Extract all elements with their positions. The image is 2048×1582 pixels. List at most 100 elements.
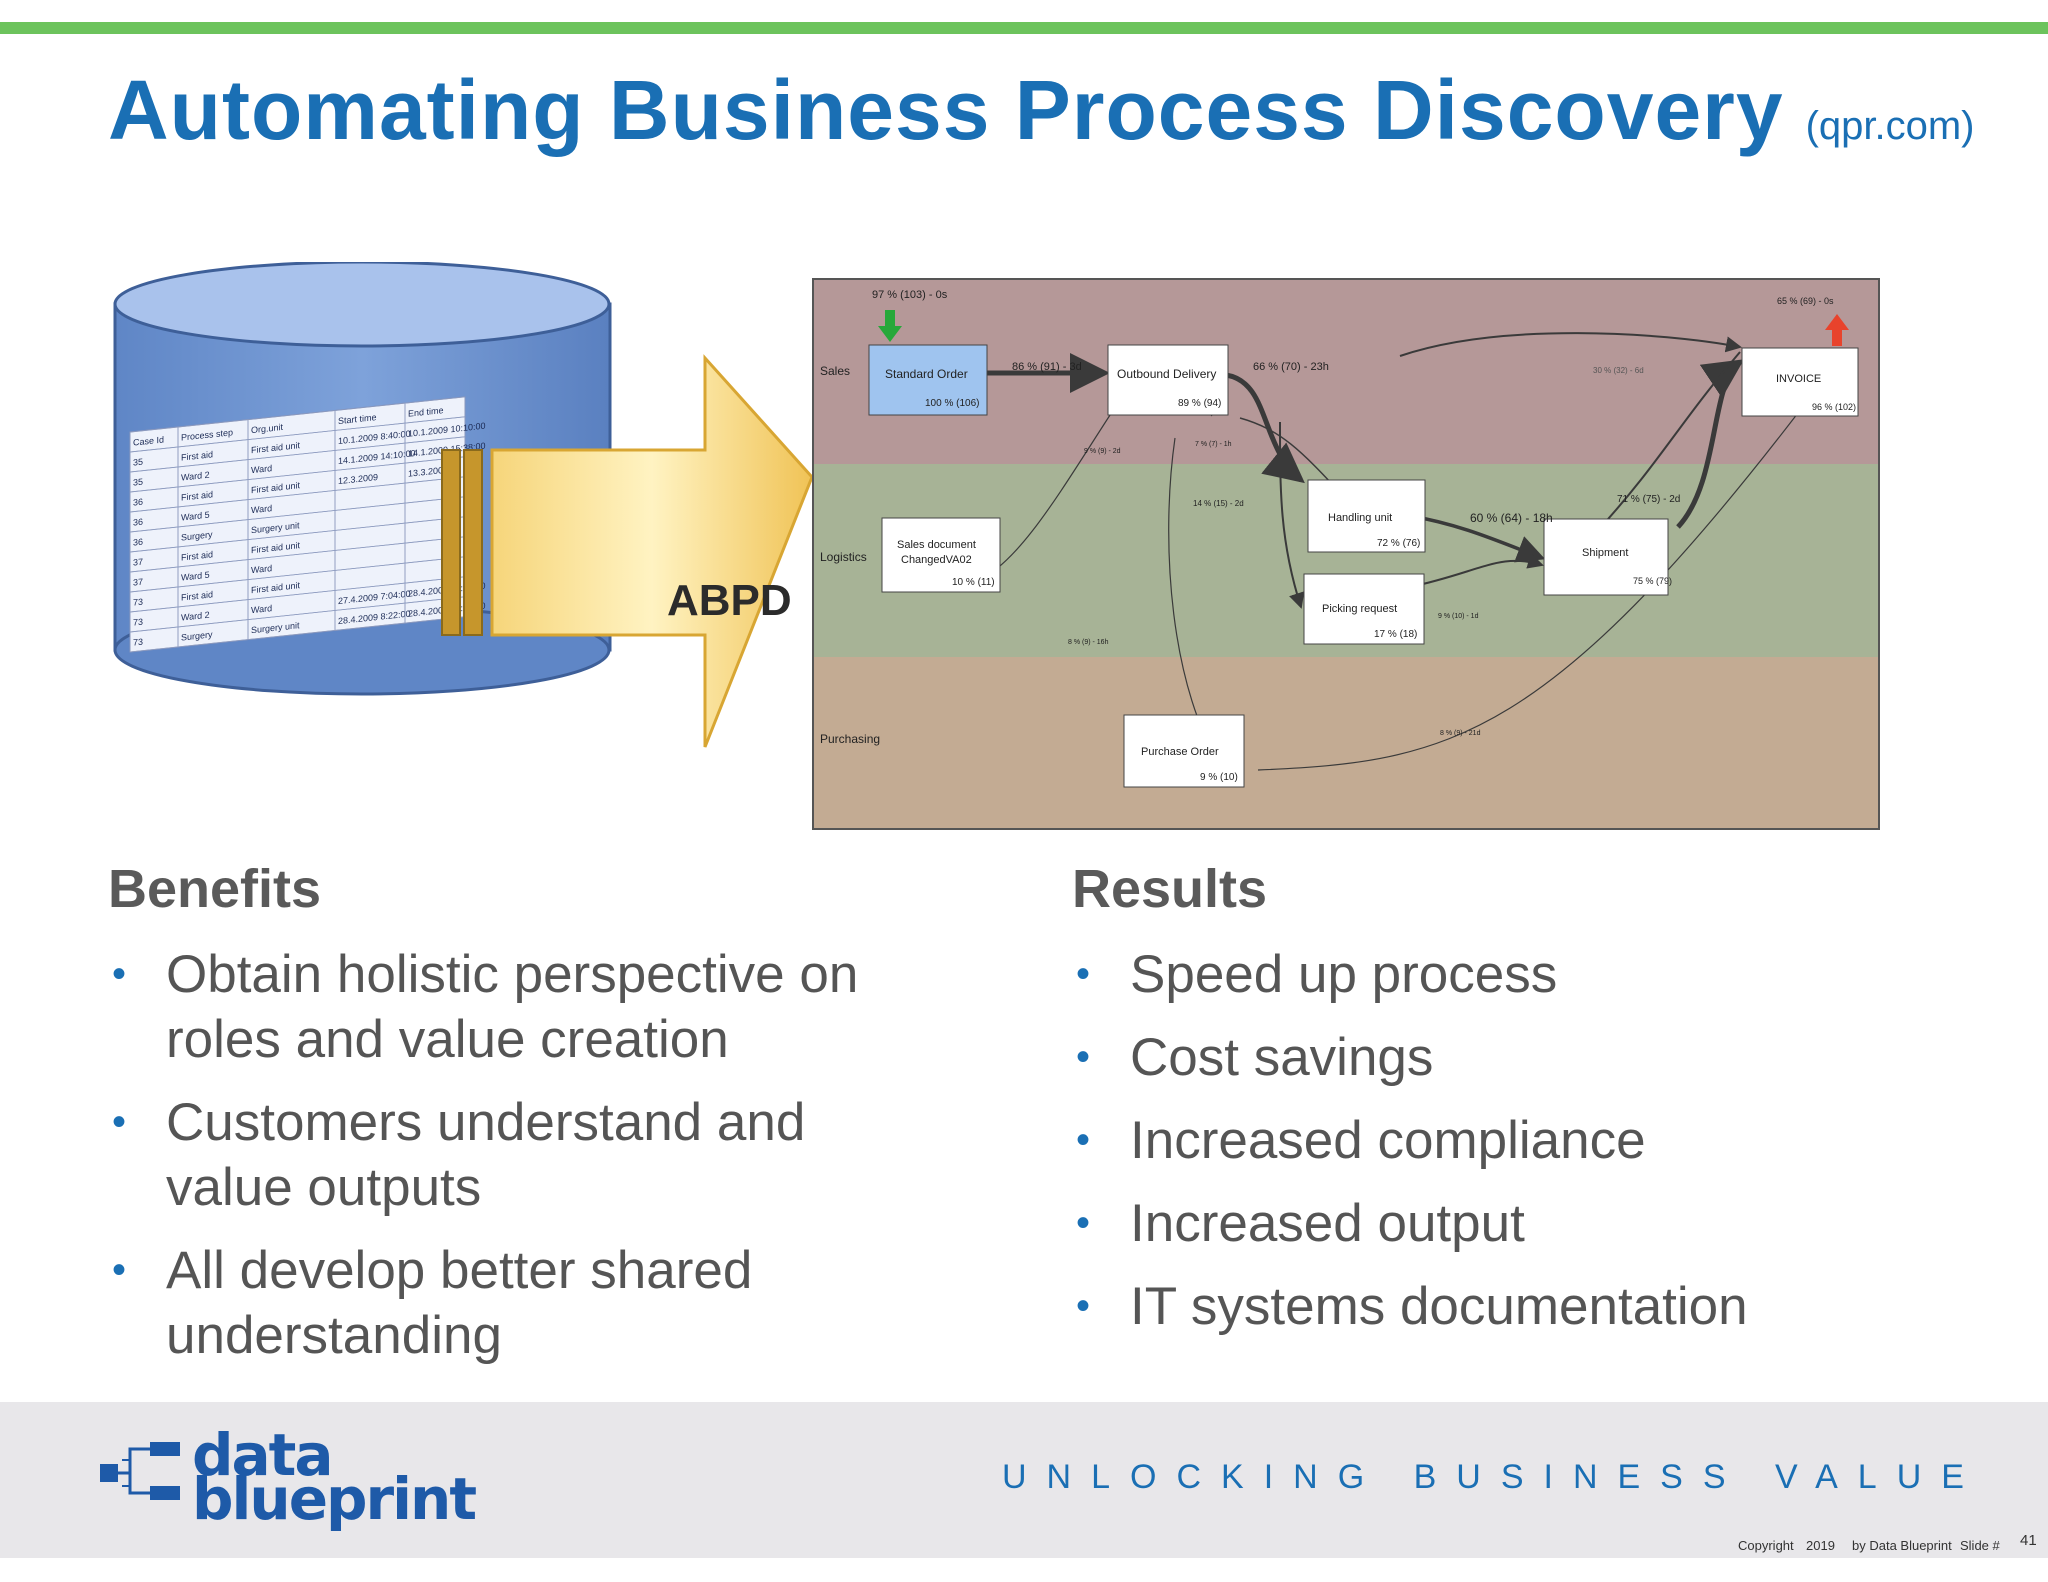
svg-text:100 % (106): 100 % (106) [925,398,979,409]
svg-text:72 % (76): 72 % (76) [1377,538,1420,549]
svg-text:96 % (102): 96 % (102) [1812,402,1856,412]
bullet-icon: • [1076,952,1091,996]
node-handling-unit: Handling unit 72 % (76) [1307,479,1426,553]
node-standard-order: Standard Order 100 % (106) [868,344,988,416]
svg-text:8 % (9) - 16h: 8 % (9) - 16h [1068,639,1109,646]
table-cell: 73 [133,597,143,608]
start-arrow-icon [878,310,902,342]
svg-text:86 % (91) - 3d: 86 % (91) - 3d [1012,361,1082,373]
table-cell: 36 [133,497,143,508]
edge-labels: 97 % (103) - 0s 86 % (91) - 3d 66 % (70)… [872,289,1834,737]
svg-text:97 % (103) - 0s: 97 % (103) - 0s [872,289,948,301]
result-item: •Cost savings [1072,1025,1972,1090]
lane-label-purchasing: Purchasing [820,732,880,746]
table-cell: Ward 2 [181,610,210,623]
node-outbound-delivery: Outbound Delivery 89 % (94) [1107,344,1229,416]
abpd-arrow: ABPD [441,354,814,748]
table-cell: End time [408,405,443,419]
svg-text:9 % (10) - 1d: 9 % (10) - 1d [1438,613,1479,620]
table-cell: Start time [338,412,376,426]
svg-text:Handling unit: Handling unit [1328,512,1392,524]
svg-text:71 % (75) - 2d: 71 % (75) - 2d [1617,494,1680,505]
benefit-line: roles and value creation [166,1010,729,1069]
bullet-icon: • [1076,1035,1091,1079]
bullet-icon: • [112,1100,127,1144]
title-source: (qpr.com) [1805,104,1975,148]
svg-text:Standard Order: Standard Order [885,367,968,381]
benefits-list: • Obtain holistic perspective on roles and… [108,942,968,1368]
table-cell: Ward 2 [181,470,210,483]
lane-purchasing [813,657,1879,829]
svg-text:60 % (64) - 18h: 60 % (64) - 18h [1470,511,1553,525]
results-list: •Speed up process•Cost savings•Increased… [1072,942,1972,1339]
table-cell: Ward [251,503,272,515]
table-cell: 73 [133,637,143,648]
result-text: Increased compliance [1130,1111,1646,1170]
lane-label-sales: Sales [820,364,850,378]
lane-label-logistics: Logistics [820,550,867,564]
node-invoice: INVOICE 96 % (102) [1741,347,1859,417]
svg-text:Shipment: Shipment [1582,547,1628,559]
table-cell: 13.3.2009 [408,465,448,479]
table-cell: 12.3.2009 [338,472,378,486]
data-blueprint-logo: data blueprint [100,1421,480,1540]
svg-text:75 % (79): 75 % (79) [1633,576,1672,586]
benefit-line: understanding [166,1306,502,1365]
svg-text:10 % (11): 10 % (11) [952,577,995,588]
node-picking-request: Picking request 17 % (18) [1303,573,1425,645]
results-heading: Results [1072,859,1268,919]
svg-text:66 % (70) - 23h: 66 % (70) - 23h [1253,361,1329,373]
benefit-item: • Obtain holistic perspective on roles and… [108,942,968,1072]
benefits-section: Benefits • Obtain holistic perspective on… [108,858,968,1386]
table-cell: 37 [133,577,143,588]
benefit-item: • All develop better shared understanding [108,1238,968,1368]
svg-text:Sales document: Sales document [897,539,976,551]
result-text: Speed up process [1130,945,1558,1004]
table-cell: Surgery [181,529,213,542]
benefits-heading: Benefits [108,859,322,919]
svg-text:Outbound Delivery: Outbound Delivery [1117,367,1216,381]
process-map: Sales Logistics Purchasing Standar [812,278,1880,830]
benefit-line: Obtain holistic perspective on [166,945,859,1004]
table-cell: First aid [181,589,213,602]
footer-tagline: UNLOCKING BUSINESS VALUE [1002,1458,1984,1496]
svg-text:Purchase Order: Purchase Order [1141,746,1219,758]
svg-text:14 % (15) - 2d: 14 % (15) - 2d [1193,499,1244,508]
table-cell: Ward [251,603,272,615]
svg-text:Picking request: Picking request [1322,603,1397,615]
svg-text:8 % (9) - 21d: 8 % (9) - 21d [1440,730,1481,737]
blueprint-logo-icon [100,1442,180,1500]
bullet-icon: • [1076,1284,1091,1328]
results-section: Results •Speed up process•Cost savings•I… [1072,858,1972,1357]
result-item: •IT systems documentation [1072,1274,1972,1339]
slide-number: 41 [2020,1532,2037,1549]
table-cell: Ward [251,563,272,575]
bullet-icon: • [112,952,127,996]
logo-word-data: data [192,1421,334,1489]
footer-band [0,1402,2048,1558]
svg-text:ChangedVA02: ChangedVA02 [901,554,972,566]
top-accent-bar [0,22,2048,34]
table-cell: 35 [133,457,143,468]
bullet-icon: • [112,1248,127,1292]
copyright-owner: by Data Blueprint [1852,1538,1952,1553]
node-purchase-order: Purchase Order 9 % (10) [1123,714,1245,788]
svg-text:7 % (7) - 1h: 7 % (7) - 1h [1195,441,1232,448]
table-cell: First aid [181,489,213,502]
node-sales-document: Sales document ChangedVA02 10 % (11) [881,517,1001,593]
title-text: Automating Business Process Discovery [108,63,1784,157]
node-shipment: Shipment 75 % (79) [1543,518,1672,596]
svg-text:9 % (10): 9 % (10) [1200,772,1238,783]
benefit-line: All develop better shared [166,1241,753,1300]
table-cell: 35 [133,477,143,488]
abpd-label: ABPD [667,576,792,625]
table-cell: Case Id [133,434,164,447]
slide-title: Automating Business Process Discovery (qp… [108,62,1975,172]
svg-text:INVOICE: INVOICE [1776,373,1821,385]
svg-text:65 % (69) - 0s: 65 % (69) - 0s [1777,296,1834,306]
table-cell: Ward 5 [181,510,210,523]
benefit-line: value outputs [166,1158,482,1217]
bullet-icon: • [1076,1118,1091,1162]
